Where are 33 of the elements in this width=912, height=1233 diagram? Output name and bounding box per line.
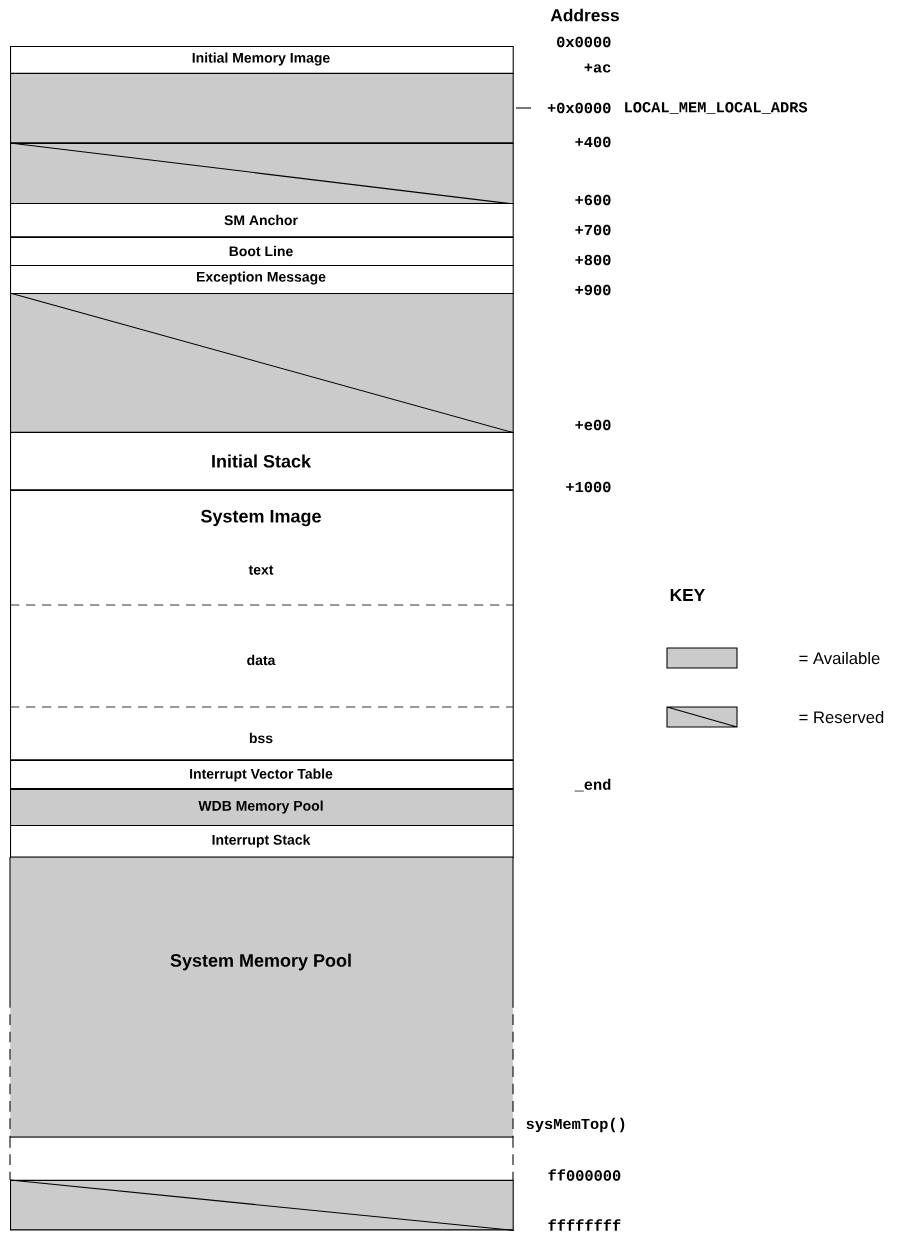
- address-label: +600: [575, 194, 611, 206]
- heading: Address: [550, 8, 619, 22]
- address-label: +ac: [584, 63, 611, 73]
- legend-text: = Reserved: [799, 710, 884, 724]
- heading: KEY: [670, 589, 705, 601]
- address-label: +800: [575, 254, 611, 266]
- address-label: 0x0000: [557, 36, 611, 48]
- address-label: +900: [575, 284, 611, 296]
- memory-region: Interrupt Stack: [10, 825, 514, 859]
- memory-region: WDB Memory Pool: [10, 789, 514, 827]
- memory-region: Boot Line: [10, 237, 514, 267]
- memory-region: SM Anchor: [10, 203, 514, 238]
- address-label: +e00: [575, 419, 611, 431]
- address-label: LOCAL_MEM_LOCAL_ADRS: [625, 102, 808, 114]
- reserved-region: [9, 1179, 515, 1231]
- memory-region: Initial Stack: [10, 432, 514, 491]
- address-label: ff000000: [548, 1169, 621, 1181]
- address-label: +1000: [566, 481, 611, 493]
- memory-region: Initial Memory Image: [10, 46, 514, 74]
- memory-region: [10, 73, 514, 144]
- address-label: sysMemTop(): [526, 1117, 625, 1133]
- reserved-region: [9, 142, 515, 205]
- memory-region: Interrupt Vector Table: [10, 760, 514, 790]
- memory-region: Exception Message: [10, 265, 514, 295]
- address-label: +0x0000: [547, 102, 611, 114]
- address-label: ffffffff: [548, 1219, 621, 1231]
- address-label: _end: [574, 778, 611, 792]
- reserved-region: [9, 292, 515, 434]
- memory-region: [9, 1136, 514, 1181]
- address-label: +400: [575, 136, 611, 148]
- address-label: +700: [575, 224, 611, 236]
- legend-text: = Available: [799, 651, 880, 665]
- memory-region: System Memory Pool: [9, 856, 514, 1139]
